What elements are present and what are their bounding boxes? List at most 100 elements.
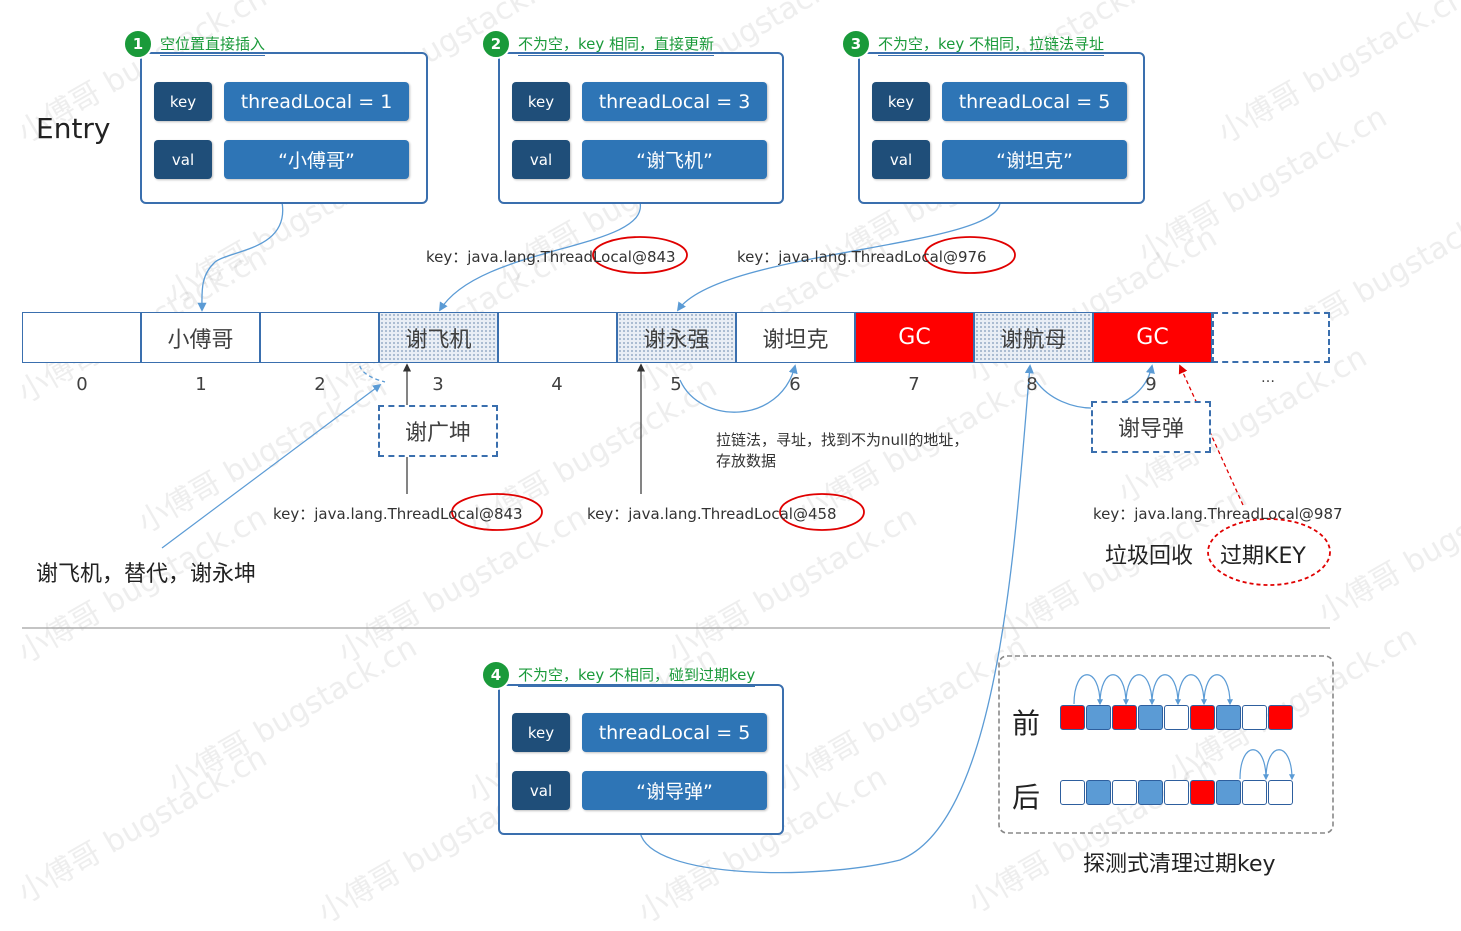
probe-cell bbox=[1086, 705, 1111, 730]
slot-9: GC bbox=[1093, 312, 1212, 363]
chain-note: 拉链法，寻址，找到不为null的地址， 存放数据 bbox=[716, 430, 968, 472]
step-title-3: 不为空，key 不相同，拉链法寻址 bbox=[878, 33, 1105, 56]
slot-6: 谢坦克 bbox=[736, 312, 855, 363]
step-badge-2: 2 bbox=[481, 29, 511, 59]
probe-panel-border bbox=[998, 655, 1334, 834]
val-value-1: “小傅哥” bbox=[224, 140, 409, 179]
probe-cell bbox=[1138, 780, 1163, 805]
key-value-3: threadLocal = 5 bbox=[942, 82, 1127, 121]
entry-box-3 bbox=[858, 52, 1145, 204]
pointer-replace bbox=[161, 383, 382, 549]
slot-10 bbox=[1212, 312, 1330, 363]
index-5: 5 bbox=[670, 374, 682, 395]
arrow-entry2-to-slot3 bbox=[439, 201, 641, 312]
key-label-843-top: key：java.lang.ThreadLocal@843 bbox=[426, 248, 676, 266]
probe-cell bbox=[1112, 780, 1137, 805]
gc-note-prefix: 垃圾回收 bbox=[1105, 544, 1194, 569]
index-9: 9 bbox=[1145, 374, 1157, 395]
slot-4 bbox=[498, 312, 617, 363]
slot-5: 谢永强 bbox=[617, 312, 736, 363]
slot-2 bbox=[260, 312, 379, 363]
chain-note-line1: 拉链法，寻址，找到不为null的地址， bbox=[716, 431, 969, 449]
probe-cell bbox=[1060, 780, 1085, 805]
step-badge-4: 4 bbox=[481, 660, 511, 690]
highlight-ellipse-976 bbox=[924, 236, 1016, 274]
key-label-987: key：java.lang.ThreadLocal@987 bbox=[1093, 505, 1343, 523]
slot-8: 谢航母 bbox=[974, 312, 1093, 363]
val-value-4: “谢导弹” bbox=[582, 771, 767, 810]
slot-0 bbox=[22, 312, 141, 363]
key-tag-3: key bbox=[872, 82, 930, 121]
val-tag-4: val bbox=[512, 771, 570, 810]
probe-after-arcs bbox=[1239, 749, 1295, 781]
key-label-458: key：java.lang.ThreadLocal@458 bbox=[587, 505, 837, 523]
step-title-4: 不为空，key 不相同，碰到过期key bbox=[518, 664, 756, 687]
entry-label: Entry bbox=[36, 112, 111, 145]
slot-3: 谢飞机 bbox=[379, 312, 498, 363]
probe-cell bbox=[1242, 705, 1267, 730]
highlight-ellipse-843-top bbox=[592, 236, 688, 274]
gc-note-expired: 过期KEY bbox=[1220, 544, 1306, 569]
highlight-ellipse-expired bbox=[1207, 518, 1331, 586]
probe-cell bbox=[1242, 780, 1267, 805]
probe-cell bbox=[1190, 780, 1215, 805]
arrow-chain-5-to-6 bbox=[679, 364, 798, 413]
probe-cell bbox=[1138, 705, 1163, 730]
arrow-entry1-to-slot1 bbox=[197, 201, 284, 312]
key-value-2: threadLocal = 3 bbox=[582, 82, 767, 121]
step-title-1: 空位置直接插入 bbox=[160, 33, 266, 56]
key-tag-1: key bbox=[154, 82, 212, 121]
probe-cell bbox=[1268, 780, 1293, 805]
step-badge-1: 1 bbox=[123, 29, 153, 59]
index-4: 4 bbox=[551, 374, 563, 395]
probe-cell bbox=[1060, 705, 1085, 730]
arrow-entry4-to-slot8 bbox=[639, 364, 1034, 874]
connector-layer bbox=[22, 201, 1334, 874]
probe-before-arcs bbox=[1073, 674, 1233, 706]
probe-after-label: 后 bbox=[1012, 781, 1041, 814]
index-0: 0 bbox=[76, 374, 88, 395]
arrow-entry3-to-slot5 bbox=[676, 201, 1001, 312]
key-tag-4: key bbox=[512, 713, 570, 752]
val-tag-1: val bbox=[154, 140, 212, 179]
index-2: 2 bbox=[314, 374, 326, 395]
key-tag-2: key bbox=[512, 82, 570, 121]
slot-7: GC bbox=[855, 312, 974, 363]
key-value-4: threadLocal = 5 bbox=[582, 713, 767, 752]
highlight-ellipse-458 bbox=[779, 493, 865, 531]
index-6: 6 bbox=[789, 374, 801, 395]
val-tag-3: val bbox=[872, 140, 930, 179]
chain-note-line2: 存放数据 bbox=[716, 452, 777, 470]
probe-cell bbox=[1164, 705, 1189, 730]
probe-caption: 探测式清理过期key bbox=[1083, 852, 1276, 877]
floating-box-kun: 谢广坤 bbox=[378, 405, 498, 457]
val-tag-2: val bbox=[512, 140, 570, 179]
probe-cell bbox=[1164, 780, 1189, 805]
index-1: 1 bbox=[195, 374, 207, 395]
probe-cell bbox=[1112, 705, 1137, 730]
entry-box-1 bbox=[140, 52, 428, 204]
index-7: 7 bbox=[908, 374, 920, 395]
floating-box-daodan: 谢导弹 bbox=[1091, 401, 1211, 453]
entry-box-2 bbox=[498, 52, 784, 204]
entry-box-4 bbox=[498, 684, 784, 835]
index-8: 8 bbox=[1026, 374, 1038, 395]
arrow-swap-dashed bbox=[358, 335, 403, 383]
step-title-2: 不为空，key 相同，直接更新 bbox=[518, 33, 715, 56]
gc-note: 垃圾回收 过期KEY bbox=[1105, 538, 1306, 570]
probe-cell bbox=[1190, 705, 1215, 730]
key-value-1: threadLocal = 1 bbox=[224, 82, 409, 121]
slot-1: 小傅哥 bbox=[141, 312, 260, 363]
highlight-ellipse-843-bottom bbox=[451, 493, 543, 531]
replace-note: 谢飞机，替代，谢永坤 bbox=[36, 562, 257, 587]
val-value-2: “谢飞机” bbox=[582, 140, 767, 179]
probe-cell bbox=[1268, 705, 1293, 730]
probe-before-label: 前 bbox=[1012, 707, 1041, 740]
step-badge-3: 3 bbox=[841, 29, 871, 59]
probe-cell bbox=[1086, 780, 1111, 805]
val-value-3: “谢坦克” bbox=[942, 140, 1127, 179]
key-label-976: key：java.lang.ThreadLocal@976 bbox=[737, 248, 987, 266]
probe-cell bbox=[1216, 780, 1241, 805]
index-ellipsis: … bbox=[1261, 370, 1275, 386]
key-label-843-bottom: key：java.lang.ThreadLocal@843 bbox=[273, 505, 523, 523]
